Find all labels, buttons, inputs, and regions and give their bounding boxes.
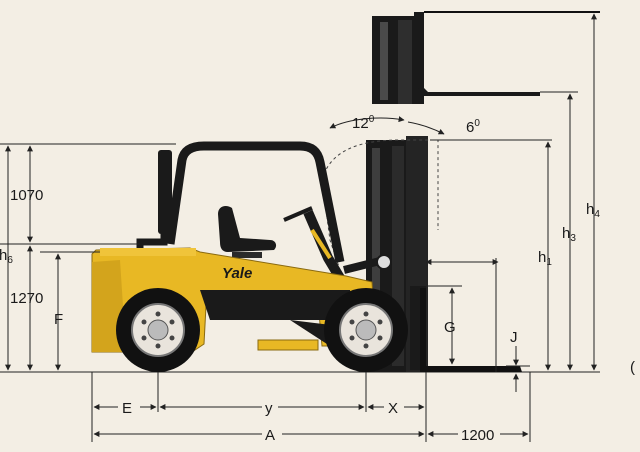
dim-A: A xyxy=(265,427,275,444)
overhead-guard xyxy=(165,141,345,263)
dim-1070: 1070 xyxy=(10,187,43,204)
dim-G: G xyxy=(444,319,456,336)
edge-paren: ( xyxy=(630,359,635,376)
tilt-fwd-value: 60 xyxy=(466,118,480,136)
tilt-back-arrow xyxy=(329,116,405,129)
upper-mast xyxy=(372,11,600,104)
steering-column xyxy=(283,206,345,281)
brand-logo: Yale xyxy=(222,265,252,282)
dim-E: E xyxy=(122,400,132,417)
dim-h6: h6 xyxy=(0,247,13,266)
dim-F: F xyxy=(54,311,63,328)
dim-h4: h4 xyxy=(586,201,600,220)
left-dimension-lines xyxy=(0,143,176,371)
operator-seat xyxy=(218,206,277,258)
dim-1200: 1200 xyxy=(461,427,494,444)
dim-y: y xyxy=(265,400,273,417)
front-wheel xyxy=(324,288,408,372)
dim-h1: h1 xyxy=(538,249,552,268)
exhaust-pipe xyxy=(136,150,172,252)
dim-1270: 1270 xyxy=(10,290,43,307)
tilt-back-value: 120 xyxy=(352,114,375,132)
right-dimension-lines xyxy=(425,13,597,392)
dim-X: X xyxy=(388,400,398,417)
dim-J: J xyxy=(510,329,518,346)
tilt-cylinder xyxy=(343,254,392,274)
rear-wheel xyxy=(116,288,200,372)
dim-h3: h3 xyxy=(562,225,576,244)
tilt-fwd-arrow xyxy=(407,121,445,135)
